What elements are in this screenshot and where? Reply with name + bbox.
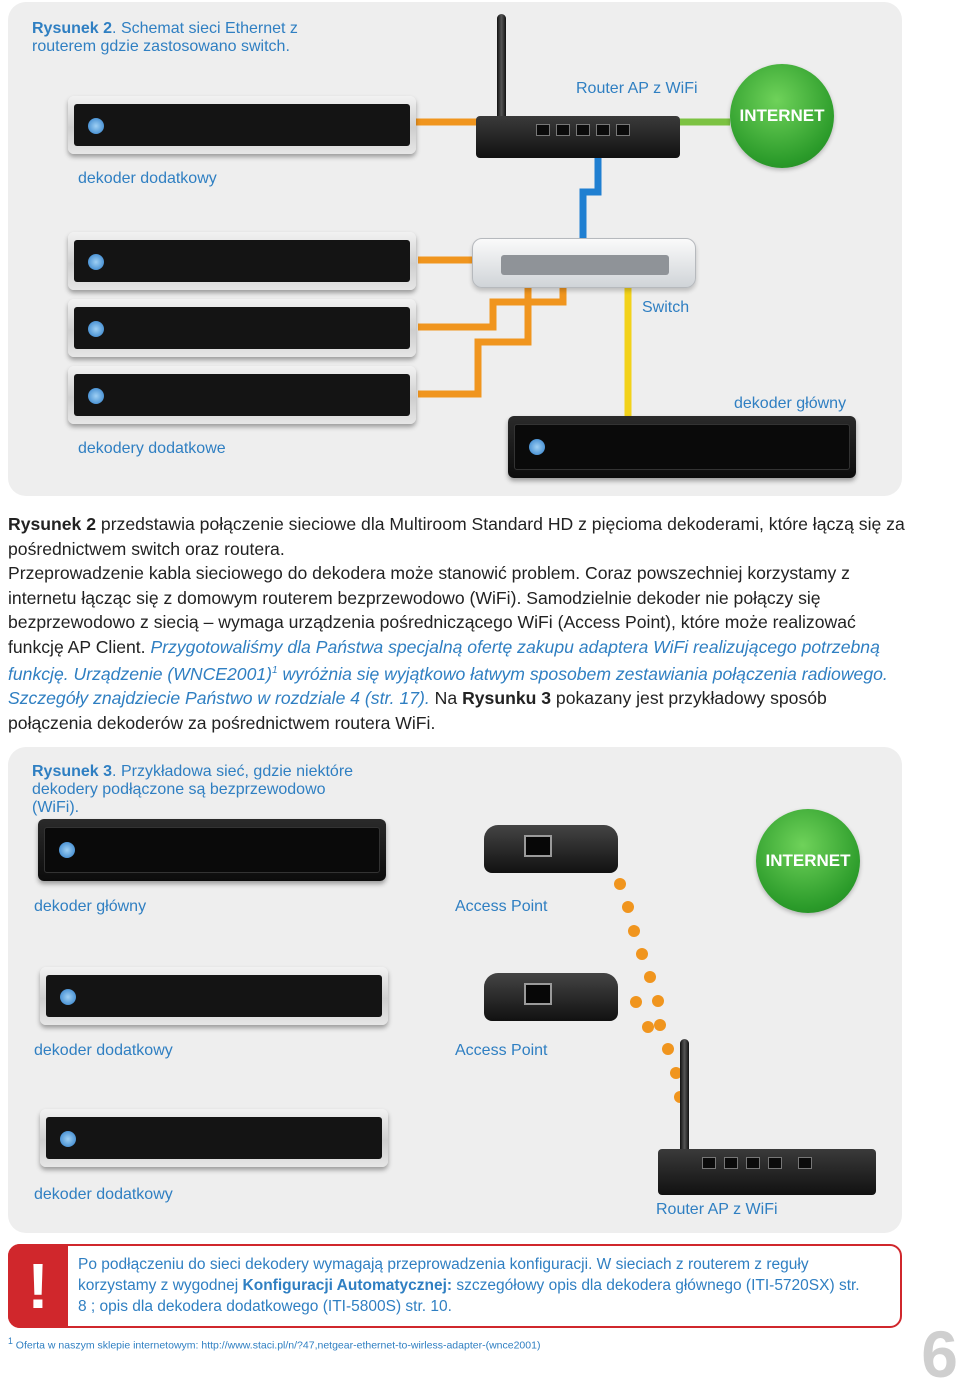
- label-switch: Switch: [642, 299, 690, 316]
- footnote-text: Oferta w naszym sklepie internetowym: ht…: [12, 1339, 541, 1352]
- decoder-extra-top: [68, 96, 416, 154]
- router-port-lan-2: [746, 1157, 760, 1169]
- decoder-extra-3: [68, 366, 416, 424]
- figure-1-caption-number: Rysunek 2: [32, 20, 113, 37]
- router-port-lan-4: [536, 124, 550, 136]
- label-extra-decoder-fig2-1: dekoder dodatkowy: [34, 1042, 173, 1059]
- decoder-extra-fig2-2: [40, 1109, 388, 1167]
- cable-blue-switch: [579, 134, 602, 258]
- label-extra-decoder: dekoder dodatkowy: [78, 170, 217, 187]
- figure-1-caption-text: . Schemat sieci Ethernet z routerem gdzi…: [32, 20, 298, 55]
- access-point-1: [484, 825, 618, 873]
- wifi-dots: [598, 856, 686, 1103]
- page-number: 6: [921, 1317, 958, 1384]
- warning-text-b: szczegółowy opis dla dekodera głównego (…: [78, 1277, 860, 1315]
- n-logo-icon: [88, 118, 104, 134]
- router-port-lan-1: [596, 124, 610, 136]
- p1-bold: Rysunek 2: [8, 514, 97, 534]
- p2-footnote-mark: 1: [272, 665, 278, 676]
- n-logo-icon: [59, 842, 75, 858]
- label-router-ap-fig2: Router AP z WiFi: [656, 1201, 778, 1218]
- label-main-decoder-fig2: dekoder główny: [34, 898, 147, 915]
- router-antenna-fig2: [680, 1039, 689, 1159]
- router-port-internet: [616, 124, 630, 136]
- p2-text-c: pokazany jest przykładowy sposób połącze…: [8, 688, 827, 733]
- n-logo-icon: [88, 388, 104, 404]
- decoder-main: [508, 416, 856, 478]
- p1-text: przedstawia połączenie sieciowe dla Mult…: [8, 514, 905, 559]
- decoder-face: [74, 240, 410, 282]
- p2-italic-2: wyróżnia się wyjątkowo łatwym sposobem z…: [8, 663, 888, 709]
- access-point-2: [484, 973, 618, 1021]
- router-port-lan-3: [556, 124, 570, 136]
- warning-box: ! Po podłączeniu do sieci dekodery wymag…: [8, 1244, 902, 1328]
- figure-1-caption: Rysunek 2. Schemat sieci Ethernet z rout…: [32, 20, 362, 56]
- decoder-extra-1: [68, 232, 416, 290]
- router-port-internet: [798, 1157, 812, 1169]
- ethernet-jack-icon: [524, 983, 552, 1005]
- internet-badge: INTERNET: [730, 64, 834, 168]
- figure-1-panel: Rysunek 2. Schemat sieci Ethernet z rout…: [8, 2, 902, 496]
- internet-label: INTERNET: [739, 106, 825, 125]
- label-access-point-1: Access Point: [455, 898, 548, 915]
- decoder-face: [46, 1117, 382, 1159]
- figure-2-links: [598, 856, 686, 1103]
- decoder-face: [514, 424, 850, 470]
- cable-orange-2: [418, 260, 567, 331]
- footnote-mark: 1: [8, 1336, 13, 1346]
- router-ap-wifi: [476, 116, 680, 158]
- p2-text-b: Na: [429, 688, 463, 709]
- cable-orange-3: [418, 260, 532, 398]
- switch-port-bay: [501, 255, 669, 275]
- internet-label-fig2: INTERNET: [765, 851, 851, 870]
- p2-italic-1: Przygotowaliśmy dla Państwa specjalną of…: [8, 636, 880, 684]
- label-access-point-2: Access Point: [455, 1042, 548, 1059]
- decoder-face: [74, 374, 410, 416]
- decoder-main-fig2: [38, 819, 386, 881]
- decoder-face: [44, 827, 380, 873]
- decoder-face: [74, 307, 410, 349]
- p2-bold: Rysunku 3: [462, 688, 552, 709]
- router-port-lan-4: [702, 1157, 716, 1169]
- exclamation-icon: !: [27, 1250, 49, 1322]
- label-extra-decoder-fig2-2: dekoder dodatkowy: [34, 1186, 173, 1203]
- ethernet-jack-icon: [524, 835, 552, 857]
- body-text: Rysunek 2 przedstawia połączenie sieciow…: [8, 512, 908, 735]
- label-main-decoder: dekoder główny: [734, 395, 847, 412]
- decoder-face: [46, 975, 382, 1017]
- router-port-lan-1: [768, 1157, 782, 1169]
- n-logo-icon: [60, 989, 76, 1005]
- warning-text-a: Po podłączeniu do sieci dekodery wymagaj…: [78, 1256, 809, 1294]
- n-logo-icon: [88, 254, 104, 270]
- n-logo-icon: [60, 1131, 76, 1147]
- network-switch: [472, 238, 696, 288]
- n-logo-icon: [88, 321, 104, 337]
- figure-2-caption-number: Rysunek 3: [32, 763, 113, 780]
- warning-text: Po podłączeniu do sieci dekodery wymagaj…: [78, 1254, 870, 1317]
- p2-text-a: Przeprowadzenie kabla sieciowego do deko…: [8, 563, 856, 657]
- decoder-extra-fig2-1: [40, 967, 388, 1025]
- warning-text-bold: Konfiguracji Automatycznej:: [242, 1277, 453, 1294]
- router-ap-wifi-fig2: [658, 1149, 876, 1195]
- paragraph-1: Rysunek 2 przedstawia połączenie sieciow…: [8, 512, 908, 561]
- n-logo-icon: [529, 439, 545, 455]
- decoder-extra-2: [68, 299, 416, 357]
- warning-icon: !: [8, 1244, 68, 1328]
- router-port-lan-3: [724, 1157, 738, 1169]
- label-extra-decoders: dekodery dodatkowe: [78, 440, 226, 457]
- figure-2-caption-text: . Przykładowa sieć, gdzie niektóre dekod…: [32, 763, 354, 816]
- figure-2-panel: Rysunek 3. Przykładowa sieć, gdzie niekt…: [8, 747, 902, 1233]
- router-antenna: [497, 14, 506, 124]
- internet-badge-fig2: INTERNET: [756, 809, 860, 913]
- router-port-lan-2: [576, 124, 590, 136]
- decoder-face: [74, 104, 410, 146]
- figure-2-caption: Rysunek 3. Przykładowa sieć, gdzie niekt…: [32, 763, 372, 817]
- label-router-ap: Router AP z WiFi: [576, 80, 698, 97]
- paragraph-2: Przeprowadzenie kabla sieciowego do deko…: [8, 561, 908, 735]
- footnote: 1 Oferta w naszym sklepie internetowym: …: [8, 1336, 540, 1352]
